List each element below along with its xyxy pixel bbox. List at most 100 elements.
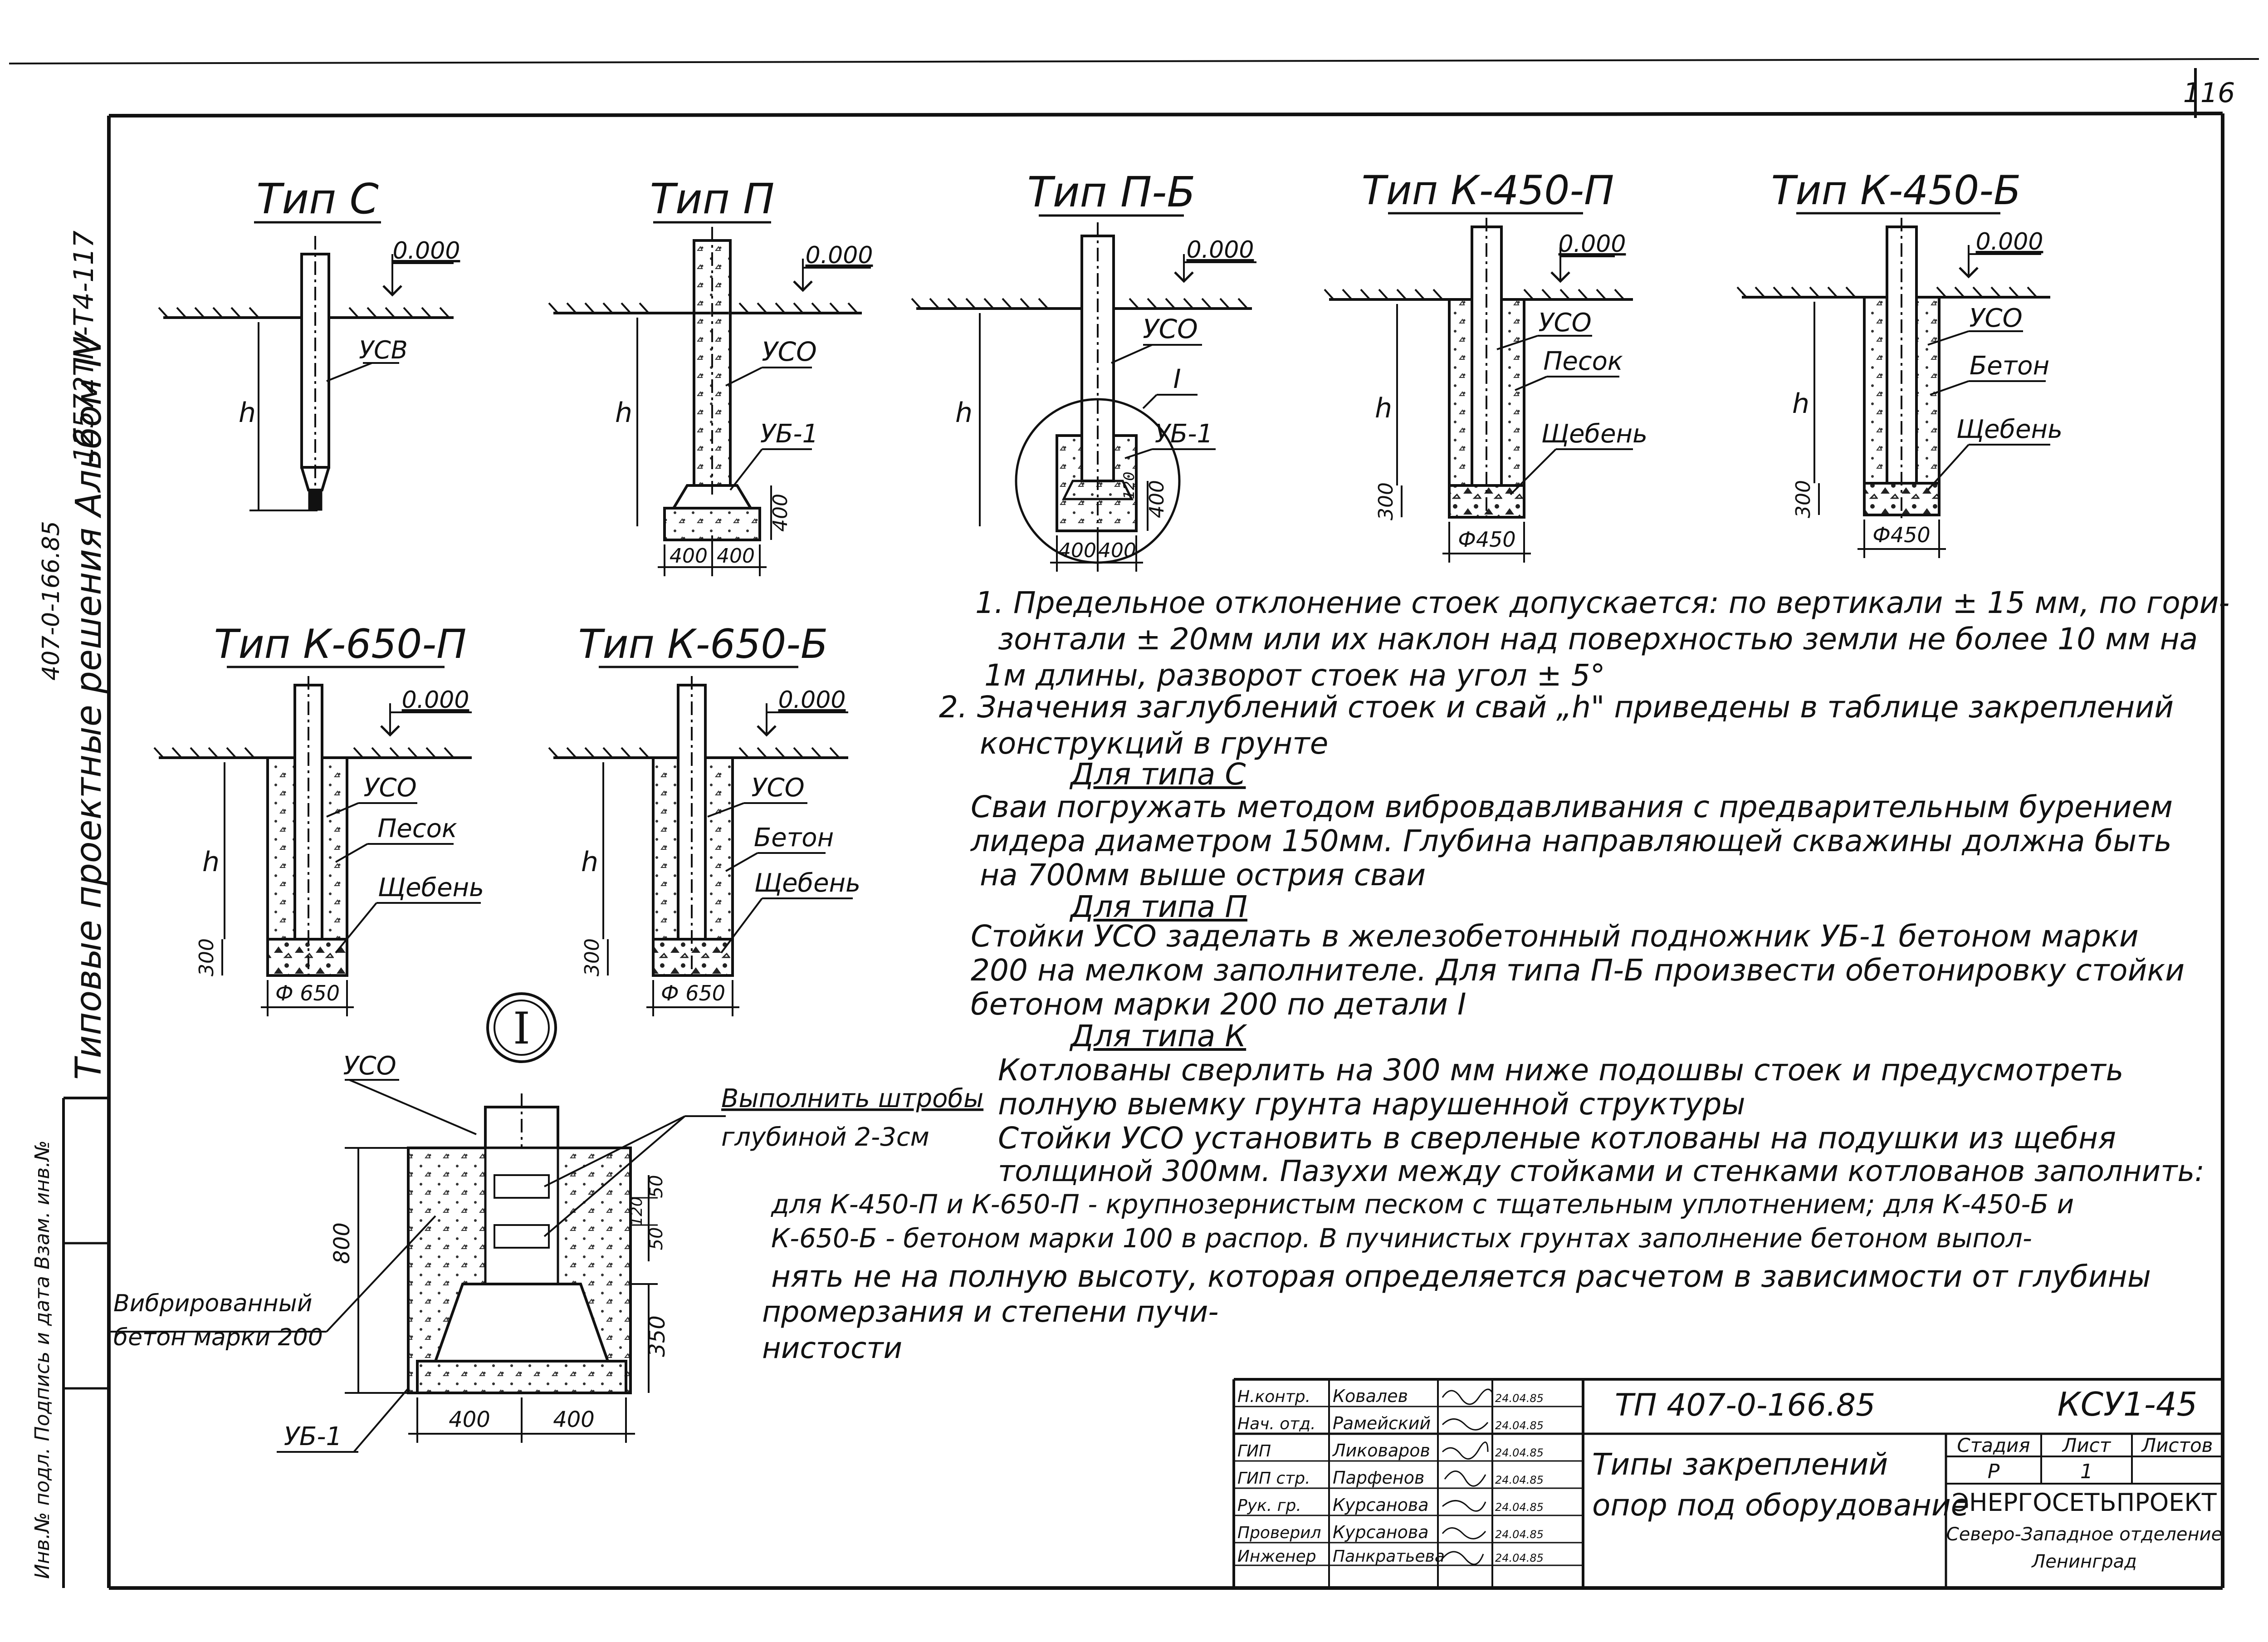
- type-pb-depth: h: [955, 397, 973, 429]
- type-pb-title: Тип П-Б: [1027, 168, 1196, 216]
- note-heading: Для типа П: [1070, 889, 1247, 924]
- type-pb-detail: I: [1173, 363, 1181, 394]
- type-p-title: Тип П: [650, 175, 775, 223]
- note-line: нять не на полную высоту, которая опреде…: [771, 1259, 2151, 1294]
- note-line: Котлованы сверлить на 300 мм ниже подошв…: [998, 1053, 2124, 1088]
- note-line: 1м длины, разворот стоек на угол ± 5°: [984, 658, 1605, 693]
- detail-i-concrete1: Вибрированный: [113, 1290, 313, 1317]
- sheet-frame: [9, 58, 2259, 1590]
- type-pb-dim-a: 120: [1120, 471, 1138, 499]
- note-line: промерзания и степени пучи-: [762, 1295, 1219, 1329]
- detail-i-pile: УСО: [343, 1051, 396, 1081]
- title-org2: Северо-Западное отделение: [1946, 1524, 2222, 1545]
- type-k450p-diameter: Ф450: [1458, 527, 1515, 552]
- detail-i-label: I: [513, 1003, 530, 1054]
- type-c-depth: h: [239, 397, 256, 429]
- type-k450p-depth: h: [1375, 392, 1392, 424]
- note-line: для К-450-П и К-650-П - крупнозернистым …: [771, 1189, 2074, 1220]
- type-pb-diagram: Тип П-Б 0.000 УСО I УБ-1 120 400 h 400 4…: [911, 168, 1256, 572]
- type-k650b-bottom: Щебень: [754, 868, 860, 898]
- type-k650p-bottom-h: 300: [195, 938, 218, 976]
- type-k450b-pile: УСО: [1969, 304, 2022, 333]
- title-sheet-code: КСУ1-45: [2058, 1385, 2198, 1423]
- type-k450b-depth: h: [1792, 388, 1809, 420]
- detail-i-d50b: 50: [646, 1227, 667, 1250]
- type-k650p-diagram: Тип К-650-П 0.000 УСО Песок Щебень h 300…: [153, 621, 484, 1016]
- role-1: Нач. отд.: [1237, 1415, 1316, 1433]
- type-k650p-diameter: Ф 650: [275, 981, 340, 1005]
- type-k450p-level: 0.000: [1559, 230, 1626, 258]
- type-k650b-depth: h: [581, 846, 598, 878]
- side-series: 407-0-166.85: [38, 521, 65, 681]
- note-line: на 700мм выше острия сваи: [980, 858, 1426, 892]
- name-3: Парфенов: [1333, 1468, 1424, 1488]
- type-pb-base-h: 400: [1145, 480, 1168, 518]
- name-4: Курсанова: [1333, 1495, 1429, 1515]
- note-line: К-650-Б - бетоном марки 100 в распор. В …: [771, 1223, 2032, 1254]
- date-0: 24.04.85: [1495, 1392, 1544, 1405]
- type-k450b-level: 0.000: [1976, 228, 2043, 255]
- type-k450b-diagram: Тип К-450-Б 0.000 УСО Бетон Щебень h 300…: [1736, 167, 2063, 558]
- note-line: конструкций в грунте: [980, 726, 1329, 761]
- title-line2: опор под оборудование: [1592, 1488, 1969, 1523]
- type-k450b-bottom: Щебень: [1956, 415, 2063, 444]
- type-c-level: 0.000: [393, 237, 460, 265]
- type-k450b-title: Тип К-450-Б: [1771, 167, 2021, 214]
- type-k650b-fill: Бетон: [754, 823, 834, 853]
- date-6: 24.04.85: [1495, 1552, 1544, 1564]
- date-4: 24.04.85: [1495, 1501, 1544, 1514]
- type-k650p-level: 0.000: [402, 686, 469, 714]
- note-heading: Для типа С: [1070, 757, 1246, 792]
- name-2: Ликоваров: [1332, 1441, 1430, 1461]
- title-sheet: 1: [2080, 1460, 2093, 1483]
- role-0: Н.контр.: [1237, 1387, 1310, 1406]
- note-line: Стойки УСО установить в сверленые котлов…: [998, 1121, 2116, 1156]
- type-k650b-diagram: Тип К-650-Б 0.000 УСО Бетон Щебень h 300…: [548, 621, 860, 1016]
- type-k650p-depth: h: [202, 846, 220, 878]
- title-doc-code: ТП 407-0-166.85: [1615, 1387, 1875, 1423]
- note-line: толщиной 300мм. Пазухи между стойками и …: [998, 1155, 2204, 1188]
- side-code: 12572ТМ-Т4-117: [68, 230, 100, 463]
- detail-i-w-left: 400: [449, 1407, 490, 1432]
- type-pb-dim-left: 400: [1058, 539, 1096, 562]
- type-k650b-pile: УСО: [751, 773, 804, 803]
- name-1: Рамейский: [1333, 1413, 1431, 1433]
- role-2: ГИП: [1237, 1442, 1271, 1461]
- side-album: Типовые проектные решения Альбом IV: [68, 331, 109, 1080]
- side-stamp: 12572ТМ-Т4-117 407-0-166.85 Типовые прое…: [31, 230, 109, 1579]
- type-k650b-level: 0.000: [778, 686, 846, 714]
- role-4: Рук. гр.: [1237, 1496, 1301, 1515]
- type-p-dim-right: 400: [717, 544, 755, 568]
- type-k450p-title: Тип К-450-П: [1362, 167, 1614, 214]
- title-line1: Типы закреплений: [1592, 1447, 1888, 1482]
- note-line: лидера диаметром 150мм. Глубина направля…: [971, 823, 2172, 858]
- type-p-base: УБ-1: [760, 419, 818, 449]
- note-line: Сваи погружать методом вибровдавливания …: [971, 789, 2173, 824]
- detail-i-diagram: I УСО 800 350 50 120 50: [109, 992, 983, 1453]
- type-p-base-h: 400: [769, 494, 792, 532]
- type-k650p-bottom: Щебень: [378, 873, 484, 902]
- type-k650b-diameter: Ф 650: [661, 981, 725, 1005]
- type-pb-dim-right: 400: [1098, 539, 1136, 562]
- note-line: 200 на мелком заполнителе. Для типа П-Б …: [971, 953, 2185, 988]
- type-k450p-pile: УСО: [1538, 308, 1591, 338]
- type-p-dim-left: 400: [670, 544, 708, 568]
- title-stage: Р: [1988, 1460, 2000, 1483]
- title-sheet-label: Лист: [2062, 1434, 2112, 1456]
- type-k650p-title: Тип К-650-П: [214, 621, 467, 667]
- name-0: Ковалев: [1333, 1386, 1408, 1406]
- type-k650b-title: Тип К-650-Б: [578, 621, 828, 667]
- title-stage-label: Стадия: [1957, 1434, 2030, 1456]
- type-k450p-bottom: Щебень: [1541, 419, 1647, 449]
- role-3: ГИП стр.: [1237, 1469, 1310, 1488]
- type-c-pile: УСВ: [359, 336, 408, 364]
- type-p-level: 0.000: [806, 242, 873, 269]
- sheet-number: 116: [2183, 77, 2235, 109]
- type-k650p-pile: УСО: [363, 773, 416, 803]
- title-org3: Ленинград: [2031, 1551, 2137, 1572]
- detail-i-h-low: 350: [645, 1315, 670, 1357]
- type-c-title: Тип С: [256, 175, 379, 223]
- type-pb-level: 0.000: [1187, 236, 1254, 264]
- side-inv-fields: Инв.№ подл. Подпись и дата Взам. инв.№: [31, 1140, 54, 1579]
